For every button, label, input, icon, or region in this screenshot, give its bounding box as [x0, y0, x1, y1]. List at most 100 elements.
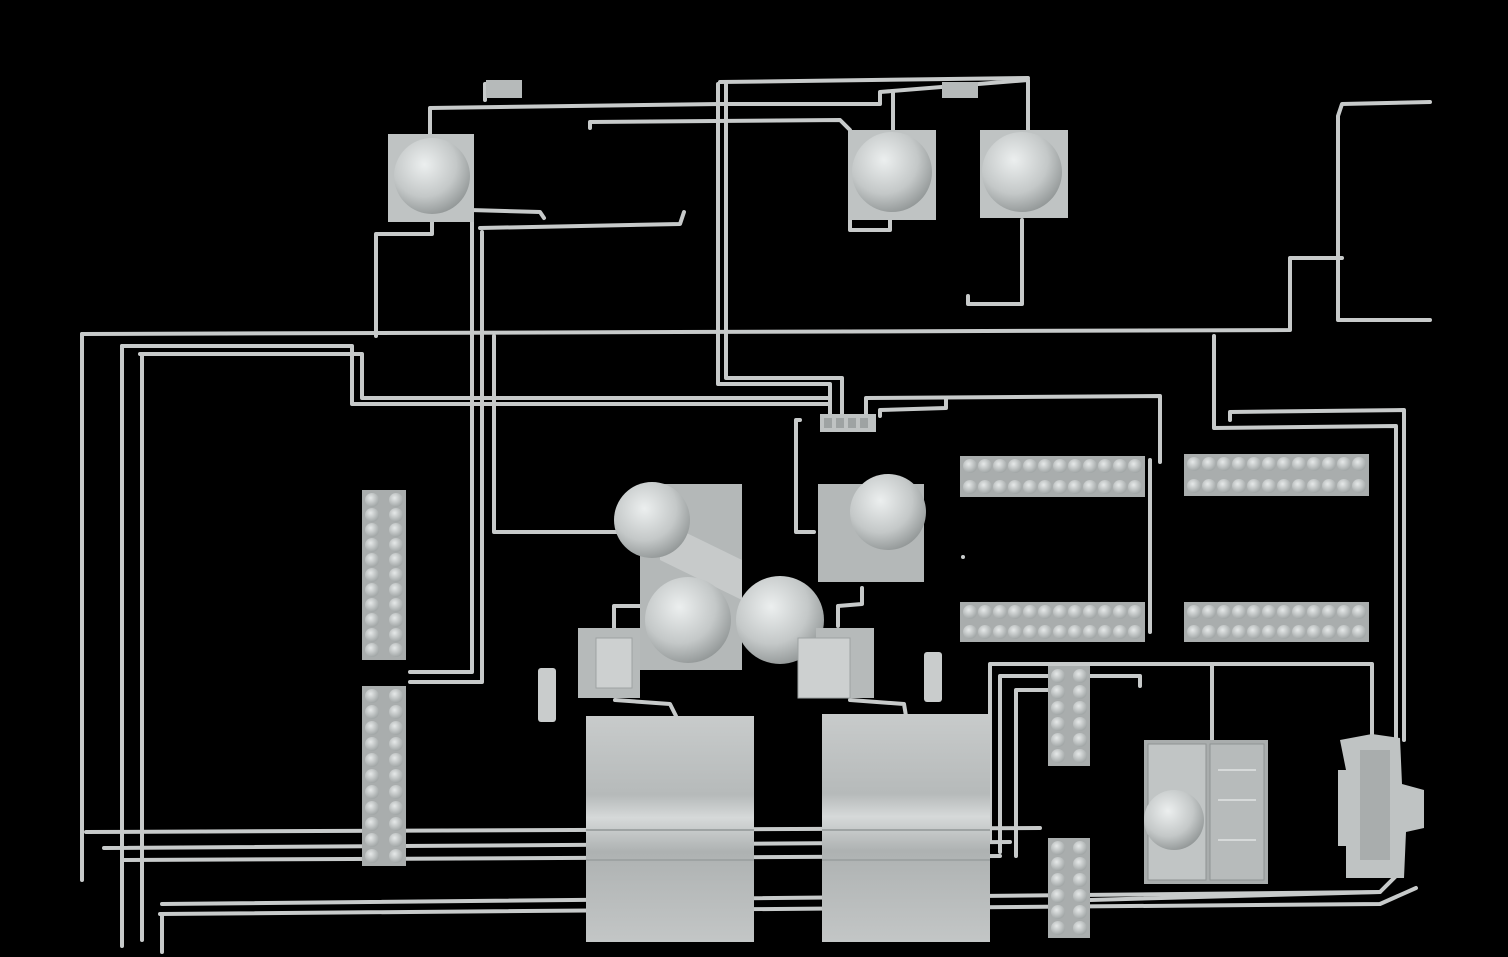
cell	[1217, 605, 1231, 619]
cell	[389, 493, 403, 507]
cell	[1051, 749, 1065, 763]
skid-far-right	[1338, 734, 1424, 878]
cell	[1247, 457, 1261, 471]
pipe-left-vessel-out	[374, 220, 434, 338]
pipe-left-drop-2	[408, 218, 474, 674]
cell	[1187, 605, 1201, 619]
cell	[389, 737, 403, 751]
cell	[365, 553, 379, 567]
cell	[1098, 459, 1112, 473]
valve-box-top-right	[942, 82, 978, 98]
pipe-to-reactor	[492, 334, 622, 534]
cell	[1053, 625, 1067, 639]
cell	[389, 849, 403, 863]
pipe-main-header	[80, 256, 1344, 336]
cell	[1073, 841, 1087, 855]
cell	[365, 613, 379, 627]
cell	[365, 801, 379, 815]
cell	[1051, 717, 1065, 731]
sensor-right	[924, 652, 942, 702]
cell	[1073, 905, 1087, 919]
cell	[1337, 605, 1351, 619]
cell	[1008, 605, 1022, 619]
cell-bank-lower-left	[960, 602, 1145, 642]
cell	[1277, 625, 1291, 639]
reactor-block-left	[614, 482, 742, 670]
cell	[365, 568, 379, 582]
pipe-to-reactor-right	[794, 418, 816, 534]
cell-stack-mid-right	[1048, 666, 1090, 766]
pipe-manifold-right	[864, 394, 1162, 464]
cell	[365, 523, 379, 537]
cell	[1322, 625, 1336, 639]
cell	[1217, 625, 1231, 639]
cell	[1068, 605, 1082, 619]
cell	[1008, 459, 1022, 473]
cell	[1051, 873, 1065, 887]
cell	[1202, 605, 1216, 619]
cell	[1322, 479, 1336, 493]
pipe-reactor-module-right	[848, 698, 908, 718]
cell	[1073, 701, 1087, 715]
pipe-top-header-2	[718, 76, 1030, 84]
cell	[978, 459, 992, 473]
cell-stack-mid-right-lower-frame	[1048, 838, 1090, 938]
cell	[1128, 480, 1142, 494]
manifold	[820, 414, 876, 432]
pipe-right-stack-feed	[1088, 890, 1382, 902]
cell	[365, 849, 379, 863]
cell	[1068, 459, 1082, 473]
cell	[1073, 857, 1087, 871]
cell	[365, 583, 379, 597]
cell	[365, 737, 379, 751]
cell	[1051, 669, 1065, 683]
cell	[1083, 480, 1097, 494]
cell	[1098, 625, 1112, 639]
cell	[1073, 873, 1087, 887]
cell	[1232, 457, 1246, 471]
cell	[1073, 921, 1087, 935]
cell	[365, 508, 379, 522]
cell	[1307, 457, 1321, 471]
cell	[1051, 733, 1065, 747]
cell-stack-left-lower	[362, 686, 406, 866]
cell	[963, 480, 977, 494]
cell	[1187, 625, 1201, 639]
cell	[1307, 605, 1321, 619]
top-vessel-2	[848, 130, 936, 220]
cell	[1008, 480, 1022, 494]
pipe-to-rack	[1212, 334, 1398, 742]
cell	[389, 568, 403, 582]
cell	[1098, 605, 1112, 619]
pipe-manifold-right-2	[878, 396, 948, 418]
pipe-main-header-lower	[120, 344, 832, 406]
cell	[993, 625, 1007, 639]
cell-bank-upper-right	[1184, 454, 1369, 496]
cell	[389, 613, 403, 627]
cell	[365, 598, 379, 612]
cell	[1051, 857, 1065, 871]
cell	[1232, 605, 1246, 619]
cell	[993, 459, 1007, 473]
cell	[365, 785, 379, 799]
cell	[389, 753, 403, 767]
cell	[1128, 459, 1142, 473]
sensor-left	[538, 668, 556, 722]
cell	[1023, 459, 1037, 473]
cell	[1098, 480, 1112, 494]
cell	[978, 480, 992, 494]
cell-stack-left-upper	[362, 490, 406, 660]
cell	[1068, 625, 1082, 639]
aux-tank-right	[797, 628, 874, 699]
cell	[1337, 625, 1351, 639]
cell	[365, 817, 379, 831]
cell	[365, 643, 379, 657]
cell	[1217, 479, 1231, 493]
cell	[1073, 669, 1087, 683]
cell	[389, 785, 403, 799]
cell	[1113, 605, 1127, 619]
cell	[1187, 479, 1201, 493]
cell	[978, 625, 992, 639]
cell	[1073, 717, 1087, 731]
pipe-reactor-link-right	[836, 586, 864, 628]
